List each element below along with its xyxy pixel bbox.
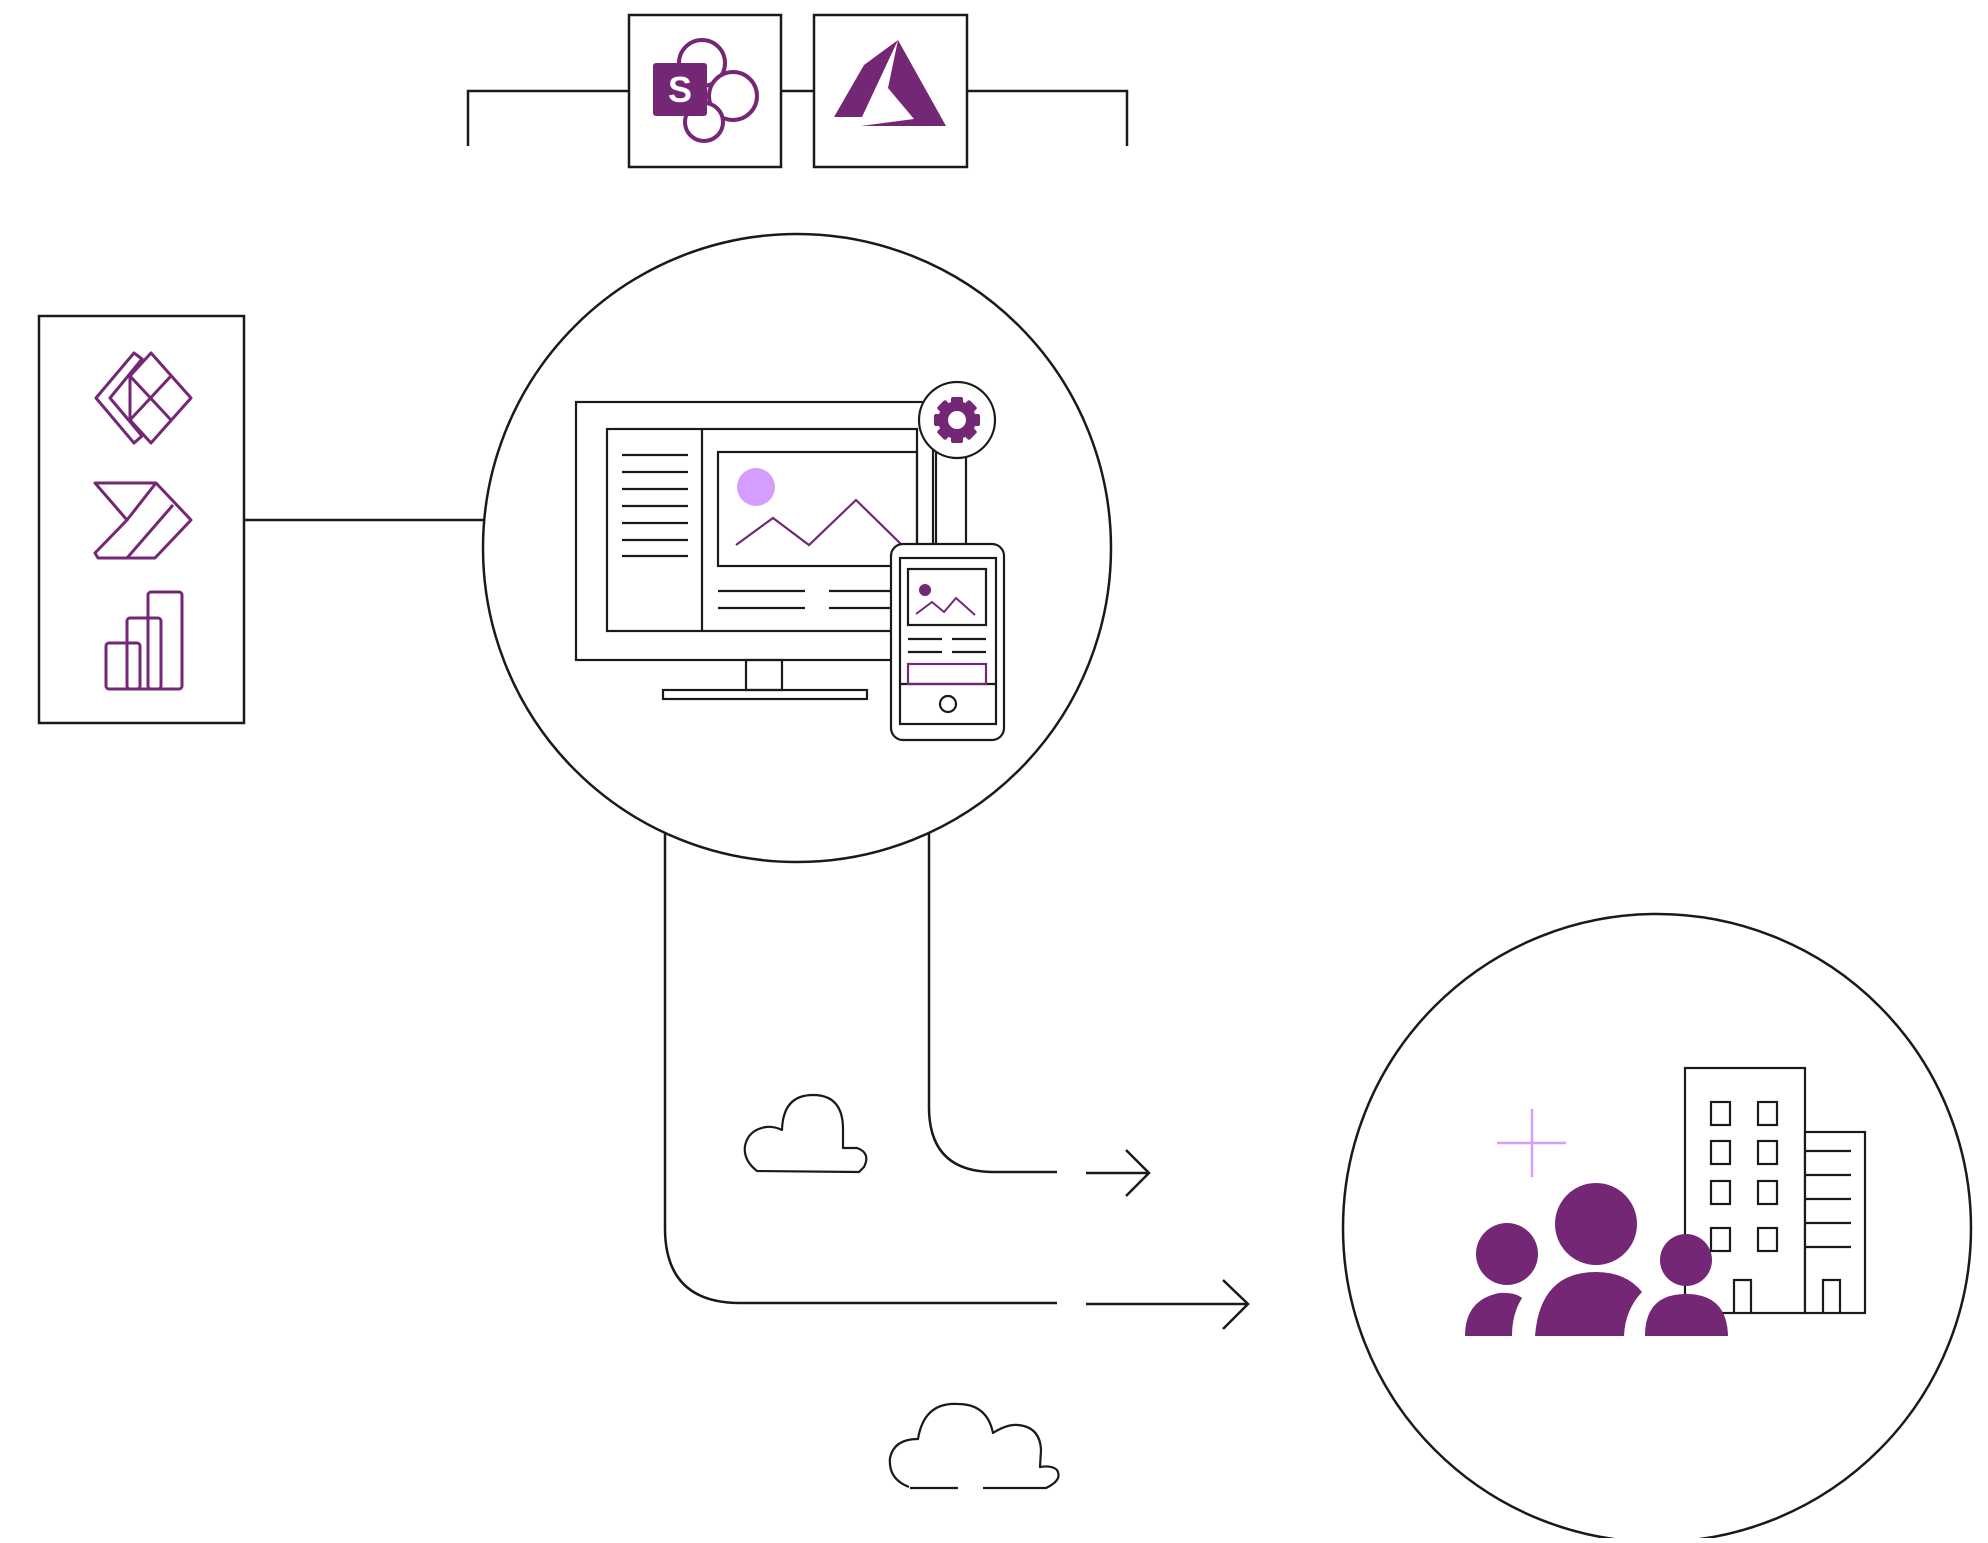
flow-connectors bbox=[663, 832, 1250, 1330]
right-node bbox=[1341, 912, 1973, 1543]
image-sun-icon bbox=[737, 468, 775, 506]
center-node bbox=[481, 232, 1113, 864]
building-icon bbox=[1683, 1066, 1867, 1315]
phone-image-mountain bbox=[915, 596, 976, 616]
cloud-icon bbox=[888, 1402, 1060, 1490]
image-mountain-icon bbox=[735, 498, 906, 549]
sparkle-icon bbox=[1497, 1109, 1566, 1177]
top-connector bbox=[466, 89, 1129, 146]
azure-icon bbox=[834, 40, 946, 126]
power-apps-icon bbox=[94, 351, 193, 445]
azure-box bbox=[812, 13, 969, 169]
organization-people-icon bbox=[1465, 1066, 1867, 1336]
phone-icon bbox=[889, 542, 1006, 742]
sharepoint-icon: S bbox=[653, 38, 759, 143]
sharepoint-letter: S bbox=[668, 69, 692, 110]
power-bi-icon bbox=[104, 590, 184, 691]
monitor-icon bbox=[574, 400, 935, 701]
power-automate-icon bbox=[93, 481, 193, 560]
app-devices-icon bbox=[574, 380, 1006, 742]
phone-image-dot bbox=[919, 584, 931, 596]
phone-button bbox=[906, 662, 988, 686]
sharepoint-box: S bbox=[627, 13, 783, 169]
gear-icon bbox=[917, 380, 997, 460]
cloud-icon bbox=[743, 1093, 868, 1174]
power-platform-panel bbox=[37, 314, 484, 725]
people-icon bbox=[1465, 1183, 1728, 1336]
